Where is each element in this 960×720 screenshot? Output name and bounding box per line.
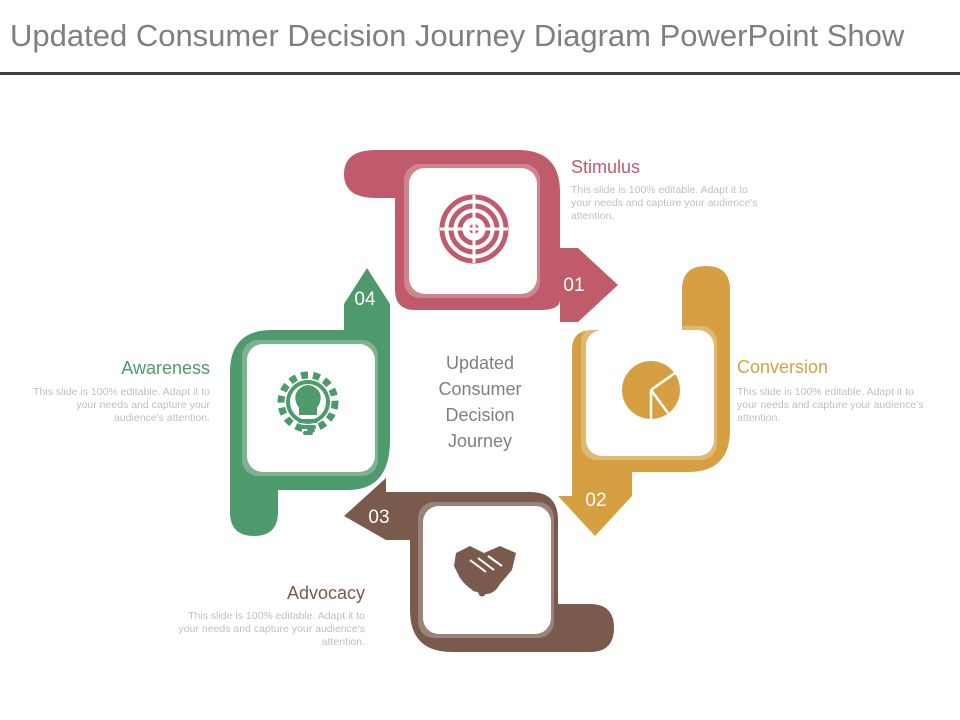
title-divider xyxy=(0,72,960,75)
advocacy-description: This slide is 100% editable. Adapt it to… xyxy=(178,610,365,648)
handshake-icon xyxy=(454,546,516,597)
center-label-line: Consumer xyxy=(438,379,522,399)
center-label-line: Updated xyxy=(445,353,515,373)
conversion-segment xyxy=(558,266,730,536)
page-title: Updated Consumer Decision Journey Diagra… xyxy=(10,18,905,53)
stimulus-description: This slide is 100% editable. Adapt it to… xyxy=(571,184,758,222)
pie-chart-icon xyxy=(622,361,680,419)
stimulus-heading: Stimulus xyxy=(571,157,641,177)
conversion-description: This slide is 100% editable. Adapt it to… xyxy=(737,386,924,424)
stage-number-03: 03 xyxy=(368,507,390,528)
awareness-segment xyxy=(230,268,390,536)
advocacy-heading: Advocacy xyxy=(286,583,365,603)
center-label: Updated Consumer Decision Journey xyxy=(410,350,550,454)
stimulus-segment xyxy=(344,150,618,322)
awareness-heading: Awareness xyxy=(121,358,210,378)
target-icon xyxy=(439,194,509,264)
stage-number-04: 04 xyxy=(354,289,376,310)
center-label-line: Decision xyxy=(445,405,515,425)
lightbulb-gear-icon xyxy=(277,371,339,435)
stage-number-01: 01 xyxy=(563,275,585,296)
awareness-description: This slide is 100% editable. Adapt it to… xyxy=(33,386,210,424)
center-label-line: Journey xyxy=(447,431,513,451)
stage-number-02: 02 xyxy=(585,490,607,511)
conversion-heading: Conversion xyxy=(737,357,829,377)
advocacy-segment xyxy=(344,478,614,652)
